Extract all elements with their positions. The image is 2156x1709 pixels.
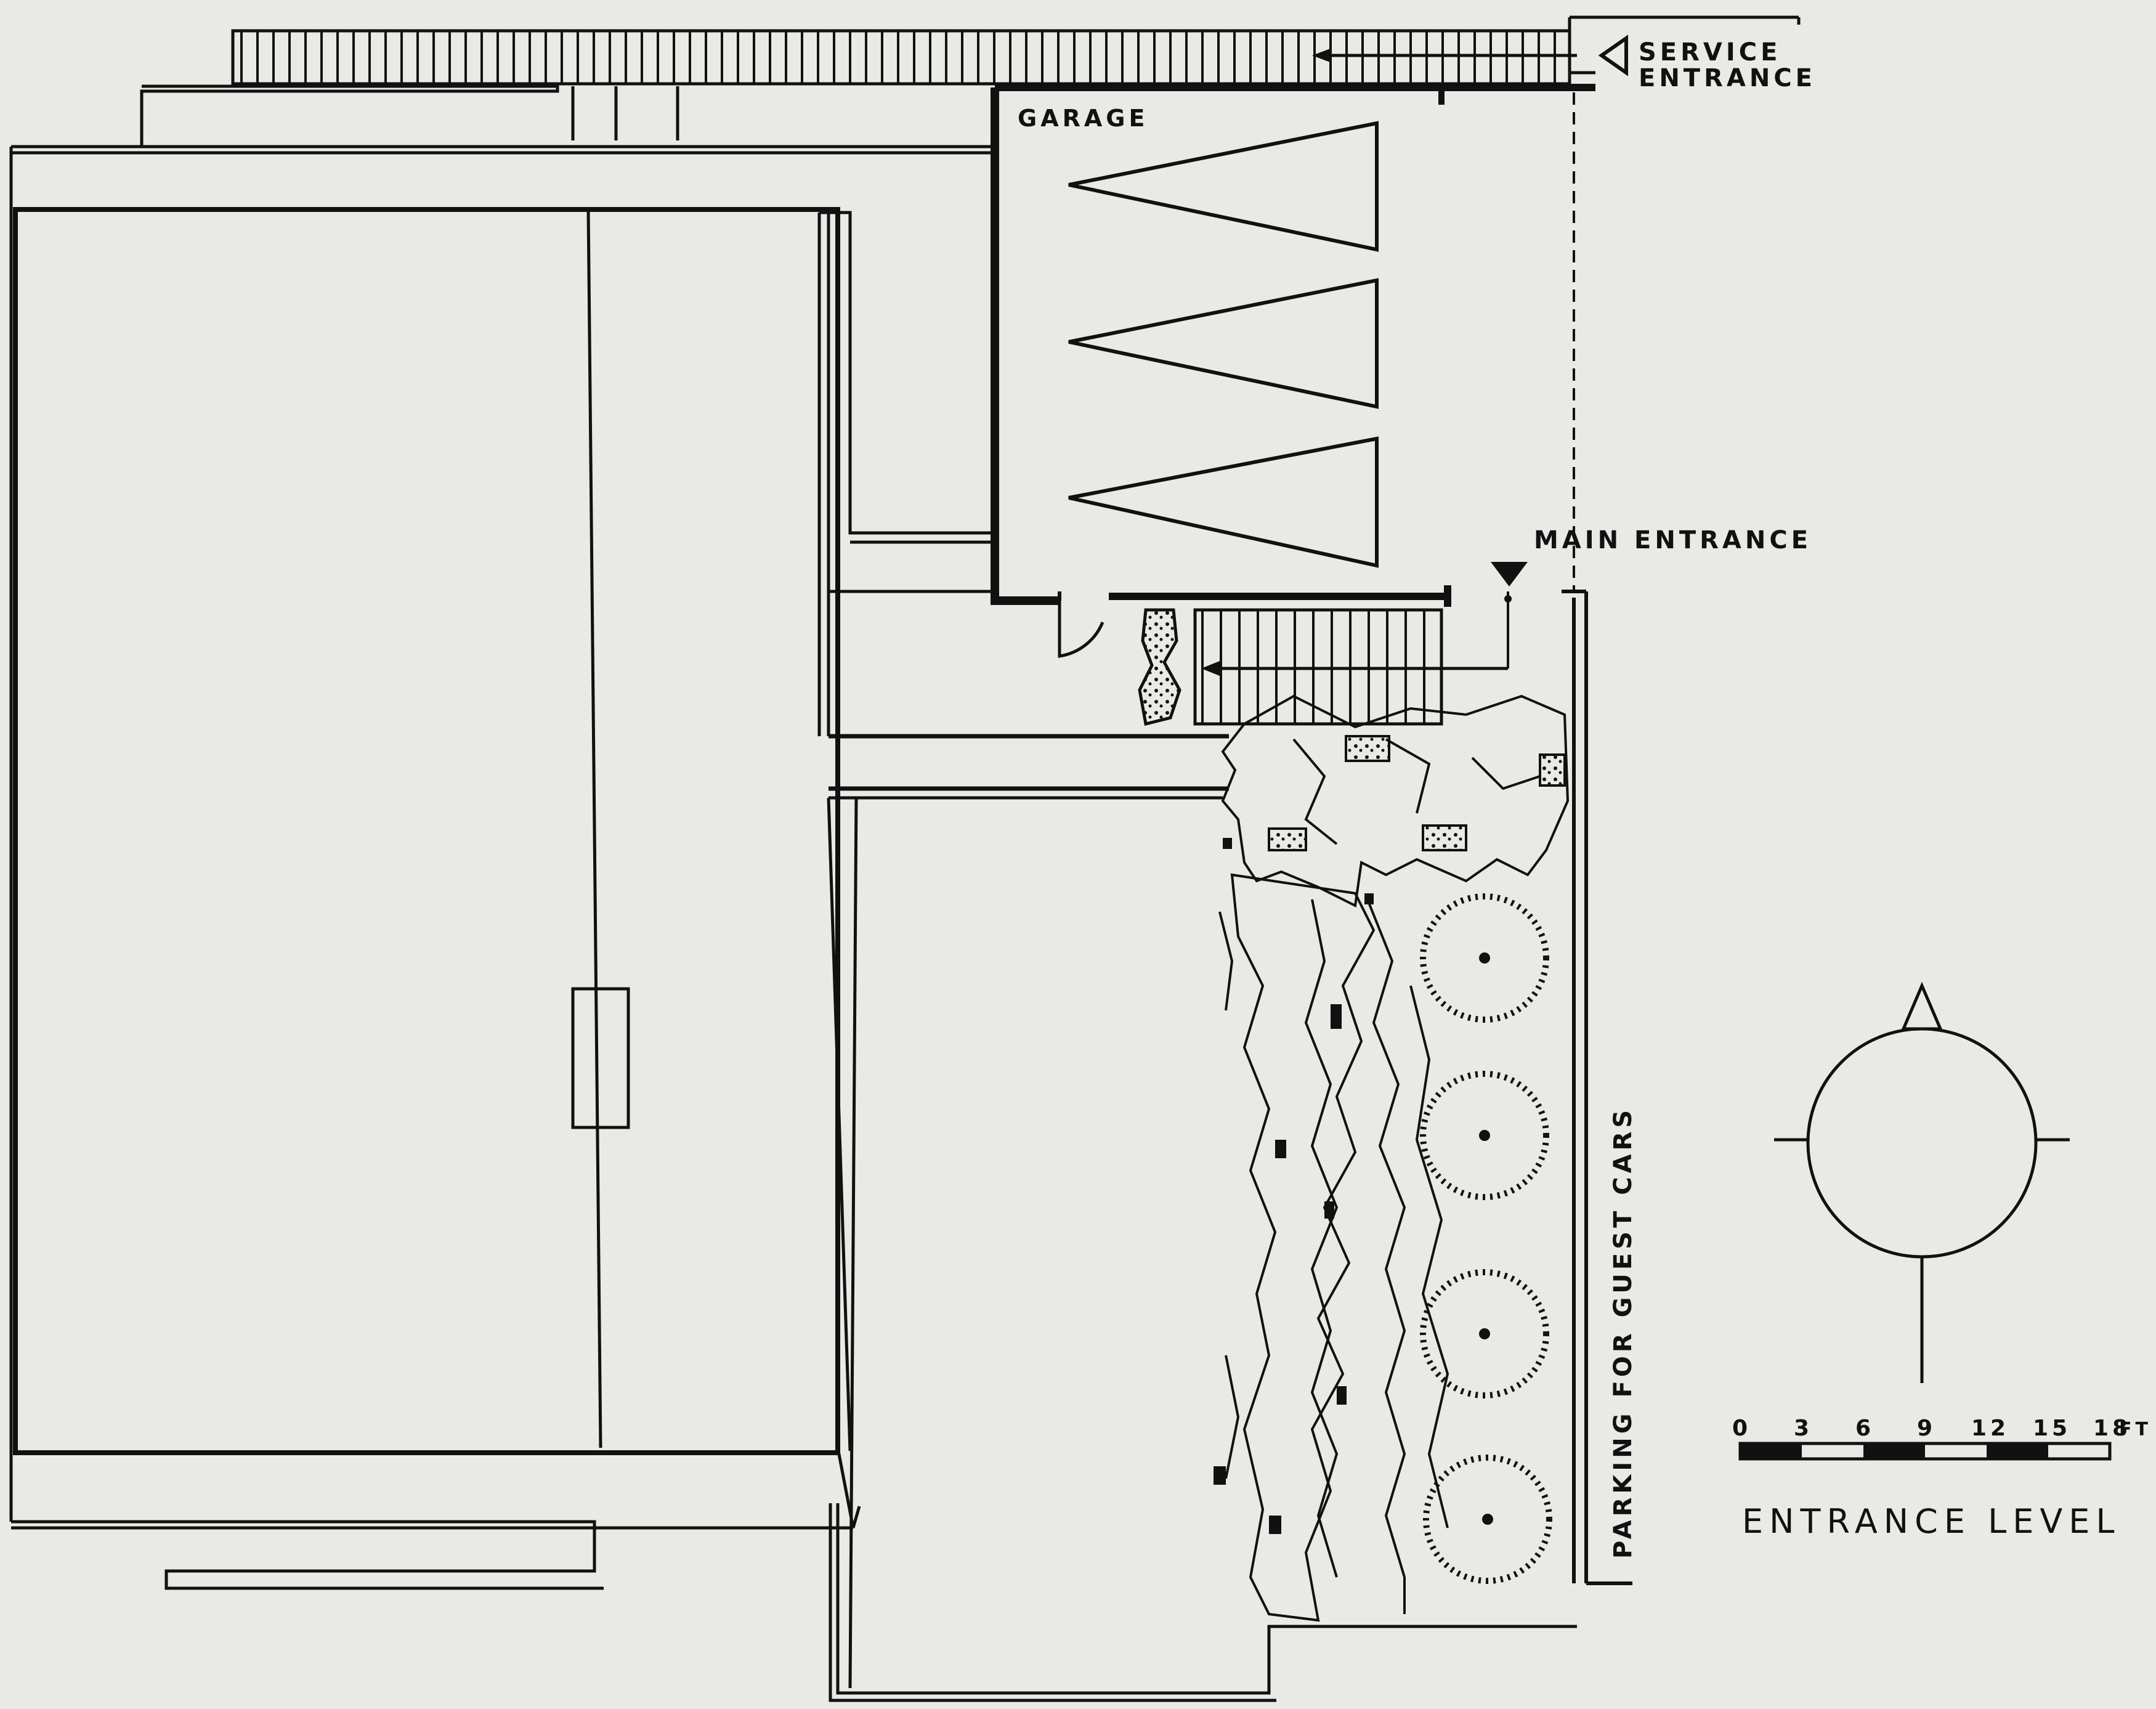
- scale-tick-6: 6: [1855, 1416, 1874, 1441]
- stone-planter: [1138, 608, 1181, 726]
- parking-label: PARKING FOR GUEST CARS: [1609, 1106, 1637, 1559]
- service-entrance-label-1: SERVICE: [1639, 38, 1781, 67]
- house-outline: [9, 84, 997, 1590]
- scale-tick-18: 18: [2093, 1416, 2131, 1441]
- scale-unit: FT: [2119, 1419, 2152, 1440]
- service-entrance-label-2: ENTRANCE: [1639, 64, 1816, 92]
- parking-walls: [1562, 590, 1632, 1585]
- scale-tick-0: 0: [1732, 1416, 1751, 1441]
- tree-1: [1420, 893, 1549, 1023]
- garage-label: GARAGE: [1018, 105, 1148, 132]
- service-entrance-marker: [1598, 35, 1628, 76]
- north-arrow: [1774, 981, 2070, 1383]
- terrace-wall: [829, 797, 1577, 1702]
- scale-bar: 0 3 6 9 12 15 18 FT: [1732, 1416, 2152, 1461]
- tree-2: [1420, 1071, 1549, 1200]
- garage: [991, 87, 1451, 658]
- scale-tick-12: 12: [1971, 1416, 2009, 1441]
- level-title: ENTRANCE LEVEL: [1742, 1502, 2121, 1541]
- scale-tick-9: 9: [1917, 1416, 1936, 1441]
- main-entrance-marker: [1491, 562, 1528, 587]
- scale-tick-3: 3: [1794, 1416, 1813, 1441]
- middle-wing: [817, 211, 1229, 1528]
- tree-4: [1423, 1455, 1552, 1584]
- parking-trees: [1420, 893, 1552, 1584]
- entrance-stairs: [1193, 608, 1508, 726]
- tree-3: [1420, 1269, 1549, 1398]
- garden-paving: [1218, 694, 1570, 1622]
- scale-tick-15: 15: [2033, 1416, 2071, 1441]
- service-stairs: [231, 15, 1801, 105]
- main-entrance-label: MAIN ENTRANCE: [1534, 526, 1812, 554]
- garden-stones: [1214, 838, 1374, 1534]
